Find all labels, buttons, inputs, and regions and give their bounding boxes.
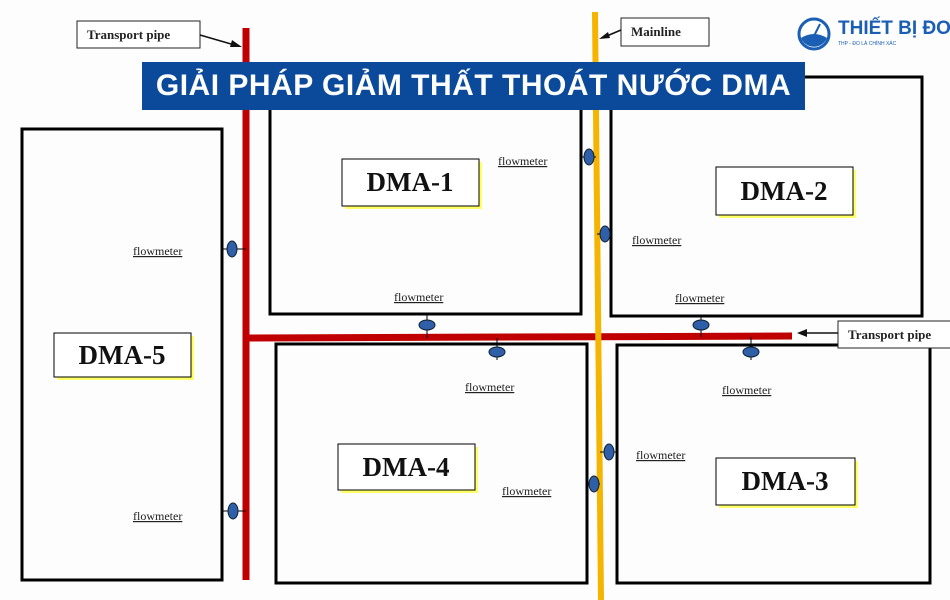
flowmeter-label: flowmeter	[632, 233, 681, 247]
zone-label-dma-2: DMA-2	[715, 166, 856, 218]
zone-name: DMA-1	[367, 167, 454, 197]
callout-text: Transport pipe	[87, 27, 170, 42]
zone-label-dma-4: DMA-4	[337, 443, 478, 493]
zone-name: DMA-3	[742, 466, 829, 496]
flowmeter-dma4-mainline: flowmeter	[502, 475, 600, 498]
zone-name: DMA-5	[79, 340, 166, 370]
flowmeter-label: flowmeter	[722, 383, 771, 397]
zone-label-dma-5: DMA-5	[53, 332, 194, 380]
logo-tagline: THP - ĐO LÀ CHÍNH XÁC	[838, 41, 897, 47]
flowmeter-dma3-mainline: flowmeter	[600, 443, 685, 462]
callout-text: Transport pipe	[848, 327, 931, 342]
logo-name: THIẾT BỊ ĐO	[838, 18, 950, 39]
flowmeter-dma5-upper: flowmeter	[133, 240, 246, 258]
gauge-icon	[797, 17, 831, 51]
flowmeter-label: flowmeter	[498, 154, 547, 168]
zone-name: DMA-2	[741, 176, 828, 206]
flowmeter-label: flowmeter	[502, 484, 551, 498]
callout-transport-pipe-top: Transport pipe	[76, 20, 242, 49]
callout-transport-pipe-right: Transport pipe	[797, 320, 950, 349]
flowmeter-dma1-transport: flowmeter	[394, 290, 443, 338]
flowmeter-label: flowmeter	[675, 291, 724, 305]
page-title-banner: GIẢI PHÁP GIẢM THẤT THOÁT NƯỚC DMA	[142, 62, 805, 110]
zone-dma-4-boundary	[274, 342, 589, 585]
zone-name: DMA-4	[363, 452, 450, 482]
flowmeter-dma1-mainline: flowmeter	[498, 148, 596, 168]
zone-dma-3-boundary	[615, 343, 932, 585]
zone-dma-5-boundary	[20, 127, 224, 582]
mainline-pipe	[592, 11, 604, 600]
flowmeter-label: flowmeter	[465, 380, 514, 394]
flowmeter-label: flowmeter	[133, 244, 182, 258]
flowmeter-dma3-transport: flowmeter	[722, 337, 771, 397]
callout-mainline: Mainline	[599, 17, 710, 47]
flowmeter-dma2-mainline: flowmeter	[597, 225, 681, 247]
brand-logo: THIẾT BỊ ĐO THP - ĐO LÀ CHÍNH XÁC	[796, 14, 950, 54]
zone-label-dma-3: DMA-3	[715, 457, 858, 508]
transport-pipe-horizontal	[245, 332, 793, 342]
flowmeter-label: flowmeter	[636, 448, 685, 462]
flowmeter-dma2-transport: flowmeter	[675, 291, 724, 337]
zone-label-dma-1: DMA-1	[341, 158, 482, 209]
callout-text: Mainline	[631, 24, 681, 39]
flowmeter-dma5-lower: flowmeter	[133, 502, 246, 523]
flowmeter-label: flowmeter	[394, 290, 443, 304]
flowmeter-label: flowmeter	[133, 509, 182, 523]
flowmeter-dma4-transport: flowmeter	[465, 338, 514, 394]
